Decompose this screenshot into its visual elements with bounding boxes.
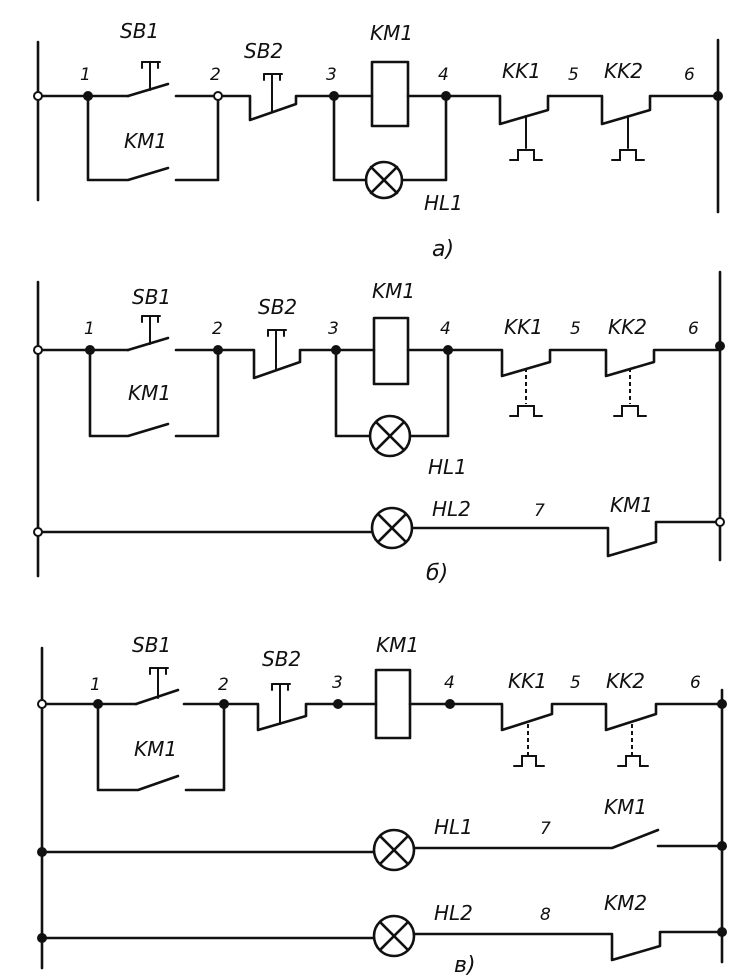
km1-hold-contact [88, 348, 170, 438]
label-kk2: KK2 [606, 669, 645, 693]
node-8: 8 [540, 905, 551, 925]
diagram-a: SB1 SB2 KM1 KM1 KK1 KK2 HL1 1 2 3 4 5 6 … [33, 19, 723, 262]
label-hl2: HL2 [432, 497, 471, 521]
sb2-pushbutton [216, 329, 336, 380]
wire [400, 94, 448, 182]
node-6: 6 [688, 319, 699, 339]
caption-a: а) [432, 237, 454, 262]
label-kk2: KK2 [604, 59, 643, 83]
wire [332, 94, 368, 182]
kk-contacts [448, 702, 724, 732]
label-sb1: SB1 [132, 633, 171, 657]
label-km1-hold: KM1 [134, 737, 177, 761]
wire [174, 94, 220, 182]
km1-coil [372, 316, 410, 386]
node-4: 4 [440, 319, 451, 339]
sb1-pushbutton [126, 61, 170, 98]
label-kk1: KK1 [502, 59, 541, 83]
sb2-pushbutton [222, 683, 340, 732]
sb2-pushbutton [216, 73, 332, 122]
node-3: 3 [326, 65, 337, 85]
label-sb2: SB2 [262, 647, 301, 671]
node-1: 1 [90, 675, 101, 695]
label-km1-nc: KM1 [610, 493, 653, 517]
node-5: 5 [570, 673, 581, 693]
label-kk1: KK1 [504, 315, 543, 339]
label-km1-coil: KM1 [372, 279, 415, 303]
label-sb2: SB2 [244, 39, 283, 63]
node-4: 4 [438, 65, 449, 85]
km1-nc-contact [410, 520, 722, 558]
label-km1-coil: KM1 [370, 21, 413, 45]
sb1-pushbutton [134, 667, 180, 706]
hl2-lamp [370, 506, 414, 550]
node-2: 2 [218, 675, 229, 695]
km2-nc-contact [412, 930, 724, 962]
node-6: 6 [684, 65, 695, 85]
node-3: 3 [332, 673, 343, 693]
km1-hold-contact [86, 94, 170, 182]
hl1-lamp [372, 828, 416, 872]
diagram-c: SB1 SB2 KM1 KM1 KK1 KK2 HL1 KM1 HL2 KM2 … [37, 633, 727, 978]
kk-contacts [446, 348, 722, 378]
label-sb1: SB1 [132, 285, 171, 309]
label-hl1: HL1 [428, 455, 467, 479]
node-3: 3 [328, 319, 339, 339]
node-6: 6 [690, 673, 701, 693]
label-kk1: KK1 [508, 669, 547, 693]
km1-coil [374, 668, 412, 740]
label-km2-nc: KM2 [604, 891, 647, 915]
label-kk2: KK2 [608, 315, 647, 339]
label-km1-no: KM1 [604, 795, 647, 819]
label-sb1: SB1 [120, 19, 159, 43]
node-7: 7 [540, 819, 551, 839]
label-hl1: HL1 [424, 191, 463, 215]
node-5: 5 [570, 319, 581, 339]
label-km1-coil: KM1 [376, 633, 419, 657]
label-sb2: SB2 [258, 295, 297, 319]
diagram-b: SB1 SB2 KM1 KM1 KK1 KK2 HL1 HL2 KM1 1 2 … [33, 270, 725, 586]
label-km1-hold: KM1 [124, 129, 167, 153]
node-7: 7 [534, 501, 545, 521]
node-2: 2 [210, 65, 221, 85]
hl1-lamp [364, 160, 404, 200]
sb1-pushbutton [126, 315, 170, 352]
kk-contacts [444, 94, 720, 126]
label-hl2: HL2 [434, 901, 473, 925]
caption-b: б) [426, 561, 448, 586]
km1-coil [370, 60, 410, 128]
caption-c: в) [454, 953, 476, 978]
hl1-lamp [368, 414, 412, 458]
km1-no-contact [412, 828, 660, 850]
node-1: 1 [84, 319, 95, 339]
hl2-lamp [372, 914, 416, 958]
node-4: 4 [444, 673, 455, 693]
node-1: 1 [80, 65, 91, 85]
km1-hold-contact [96, 702, 180, 792]
node-2: 2 [212, 319, 223, 339]
node-5: 5 [568, 65, 579, 85]
label-km1-hold: KM1 [128, 381, 171, 405]
label-hl1: HL1 [434, 815, 473, 839]
